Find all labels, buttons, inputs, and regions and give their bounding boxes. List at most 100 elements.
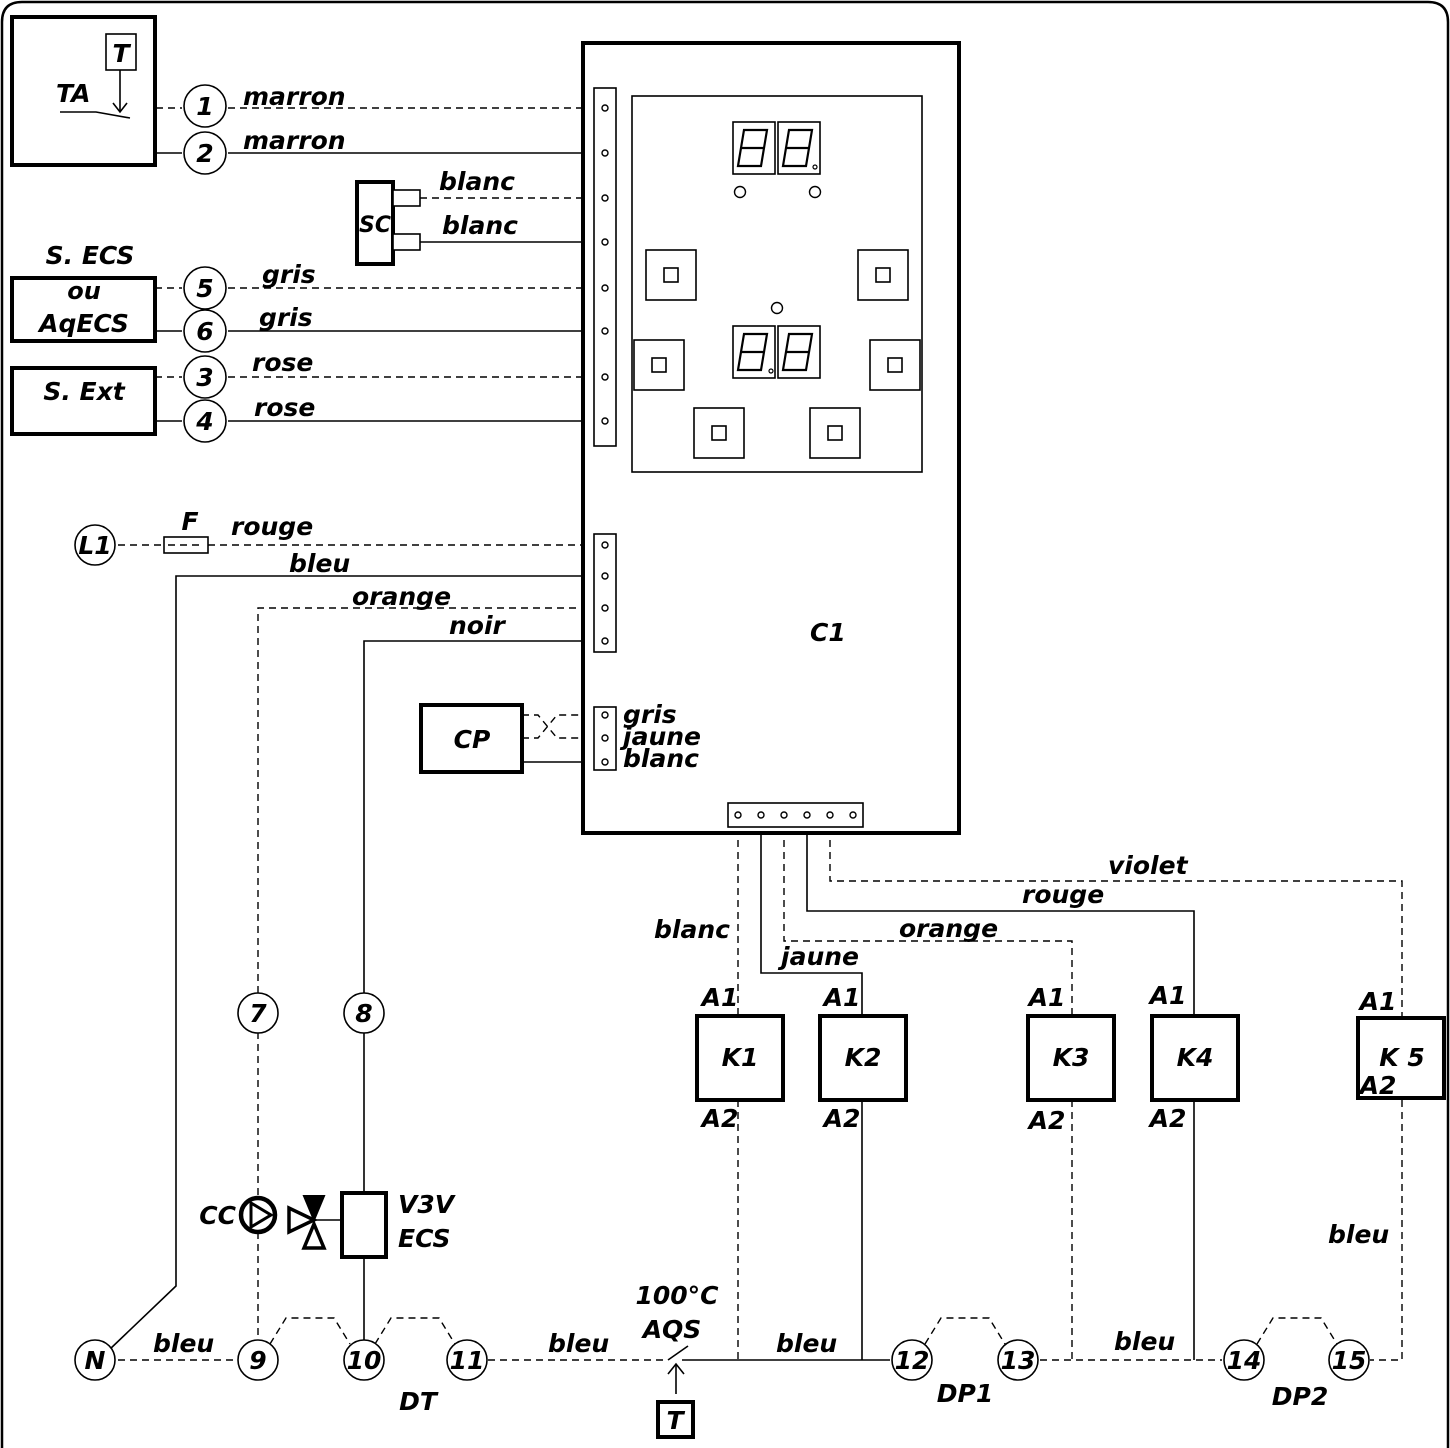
svg-text:9: 9: [249, 1346, 266, 1375]
seven-segment-display-top: [732, 121, 821, 175]
terminal-5: 5: [183, 266, 227, 310]
valve-label-line2: ECS: [398, 1224, 451, 1253]
svg-text:7: 7: [249, 999, 267, 1028]
relay-k3: K3 A1 A2: [1026, 983, 1116, 1135]
button-mid-left: [633, 339, 685, 391]
button-bottom-right: [809, 407, 861, 459]
wire-label-blanc-cp: blanc: [623, 744, 699, 773]
wire-label-orange-7: orange: [352, 582, 451, 611]
outdoor-sensor-label: S. Ext: [43, 377, 125, 406]
svg-text:14: 14: [1227, 1346, 1262, 1375]
fuse-label: F: [181, 507, 198, 536]
terminal-2: 2: [183, 131, 227, 175]
dt-label: DT: [399, 1387, 439, 1416]
wire-label-rouge-l1: rouge: [231, 512, 313, 541]
three-way-valve-icon: [287, 1191, 388, 1259]
wire-label-gris-6: gris: [259, 303, 313, 332]
thermostat-sensor-label: T: [112, 39, 131, 68]
neutral-terminal: [74, 1339, 116, 1381]
thermostat-contact: [60, 111, 131, 119]
aqs-sensor-label: T: [666, 1406, 685, 1435]
left-terminal-strip: [593, 87, 617, 447]
sensor-sc-box: [355, 180, 395, 266]
button-top-left: [645, 249, 697, 301]
wire-labels: marron marron blanc blanc gris gris rose…: [153, 82, 1389, 1358]
circulator-cc-label: CC: [199, 1201, 236, 1230]
terminal-10: 10: [343, 1339, 385, 1381]
svg-text:A1: A1: [1148, 981, 1187, 1010]
terminal-3: 3: [183, 355, 227, 399]
svg-text:A1: A1: [822, 983, 861, 1012]
svg-text:A2: A2: [700, 1104, 739, 1133]
controller-label: C1: [810, 618, 846, 647]
wire-label-blanc-k1: blanc: [654, 915, 730, 944]
wire-label-orange-k3: orange: [899, 914, 998, 943]
svg-text:2: 2: [196, 139, 213, 168]
outdoor-sensor-box: [10, 366, 157, 436]
sensor-sc-label: SC: [359, 213, 391, 238]
relay-k5: K 5 A1 A2: [1356, 987, 1446, 1100]
live-terminal-label: L1: [78, 531, 111, 560]
wire-label-rouge-k4: rouge: [1022, 880, 1104, 909]
terminal-15: 15: [1328, 1339, 1370, 1381]
circulator-cp-label: CP: [454, 725, 491, 754]
svg-text:12: 12: [895, 1346, 930, 1375]
terminal-1: 1: [183, 84, 227, 128]
svg-text:A2: A2: [1148, 1104, 1187, 1133]
svg-text:K3: K3: [1053, 1043, 1090, 1072]
valve-label-line1: V3V: [398, 1190, 456, 1219]
svg-text:A2: A2: [1358, 1071, 1397, 1100]
aqs-sensor-box: [656, 1400, 695, 1439]
wire-label-bleu-n9: bleu: [153, 1329, 214, 1358]
svg-text:3: 3: [196, 363, 213, 392]
aqs-temperature-label: 100°C: [635, 1281, 719, 1310]
relay-terminal-strip: [727, 802, 864, 828]
svg-text:A1: A1: [700, 983, 739, 1012]
svg-text:15: 15: [1332, 1346, 1367, 1375]
numbered-terminals: 1 2 5 6 3 4 7 8 9 10 11 12 13 14 15: [183, 84, 1370, 1381]
indicator-leds: [733, 185, 822, 315]
dp1-label: DP1: [937, 1379, 993, 1408]
svg-text:K2: K2: [845, 1043, 882, 1072]
svg-text:6: 6: [196, 317, 213, 346]
terminal-pins: [601, 104, 857, 819]
terminal-7: 7: [237, 992, 279, 1034]
terminal-4: 4: [183, 399, 227, 443]
dhw-sensor-label-line1: S. ECS: [46, 241, 135, 270]
svg-text:10: 10: [347, 1346, 382, 1375]
terminal-9: 9: [237, 1339, 279, 1381]
wire-label-blanc-sc1: blanc: [439, 167, 515, 196]
relay-k4: K4 A1 A2: [1148, 981, 1240, 1133]
live-terminal: [74, 524, 116, 566]
wire-label-rose-3: rose: [252, 348, 313, 377]
wire-label-jaune-cp: jaune: [619, 722, 701, 751]
button-top-right: [857, 249, 909, 301]
wire-label-bleu-k4: bleu: [1114, 1327, 1175, 1356]
terminal-13: 13: [997, 1339, 1039, 1381]
button-mid-right: [869, 339, 921, 391]
seven-segment-display-bottom: [732, 325, 821, 379]
neutral-terminal-label: N: [85, 1346, 106, 1375]
button-bottom-left: [693, 407, 745, 459]
svg-text:K 5: K 5: [1379, 1043, 1424, 1072]
terminal-14: 14: [1223, 1339, 1265, 1381]
relay-k2: K2 A1 A2: [818, 983, 908, 1133]
wires: [59, 107, 1403, 1394]
wire-label-noir-8: noir: [449, 611, 507, 640]
dhw-sensor-box: [10, 276, 157, 343]
relay-k1: K1 A1 A2: [695, 983, 785, 1133]
wire-label-bleu-n: bleu: [289, 549, 350, 578]
room-thermostat-label: TA: [56, 79, 90, 108]
thermostat-sensor-box: [105, 33, 137, 71]
aqs-label: AQS: [641, 1315, 702, 1344]
svg-text:13: 13: [1001, 1346, 1036, 1375]
svg-text:4: 4: [195, 407, 213, 436]
wire-label-bleu-k2: bleu: [776, 1329, 837, 1358]
wire-label-marron-2: marron: [243, 126, 346, 155]
wire-label-jaune-k2: jaune: [777, 942, 859, 971]
wire-label-violet-k5: violet: [1108, 851, 1189, 880]
terminal-11: 11: [446, 1339, 488, 1381]
terminal-6: 6: [183, 309, 227, 353]
wire-label-bleu-11: bleu: [548, 1329, 609, 1358]
